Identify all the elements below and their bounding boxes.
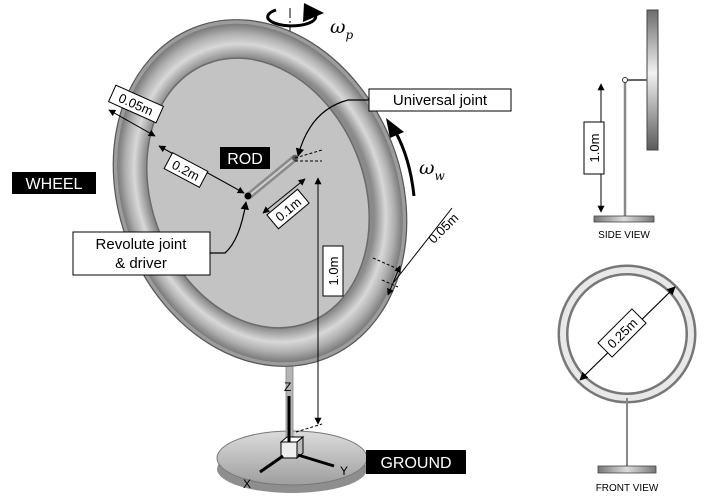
rod-label: ROD [220, 147, 270, 169]
x-axis-label: X [243, 477, 251, 491]
wheel-spin-arrow [393, 130, 416, 197]
y-axis-line [297, 453, 335, 468]
omega-w-symbol: ωw [419, 157, 446, 183]
dim-radius: 0.2m [158, 145, 245, 194]
revolute-joint-callout: Revolute joint & driver [72, 201, 249, 276]
revolute-joint-dot [244, 192, 252, 200]
universal-joint-label: Universal joint [393, 92, 488, 109]
side-view: 1.0m SIDE VIEW [583, 9, 659, 241]
ground-label: GROUND [366, 450, 466, 474]
side-view-dim-label: 1.0m [587, 134, 602, 163]
z-axis-label: Z [284, 380, 291, 394]
revolute-joint-label-line2: & driver [115, 255, 167, 272]
precession-spin-icon [266, 3, 324, 28]
svg-text:ROD: ROD [227, 151, 263, 168]
wheel [112, 19, 408, 367]
front-view: 0.25m FRONT VIEW [557, 264, 697, 494]
side-view-wheel [646, 9, 659, 151]
y-axis-label: Y [340, 464, 348, 478]
coordinate-frame: Z X Y [243, 380, 348, 491]
side-view-base [593, 215, 655, 223]
dim-rod-height-label: 1.0m [326, 257, 341, 286]
front-view-base [597, 465, 657, 474]
omega-p-symbol: ωp [330, 16, 354, 42]
dim-tire-right-label: 0.05m [425, 210, 461, 246]
universal-joint-callout: Universal joint [295, 88, 512, 157]
wheel-spin-arrowhead [386, 118, 404, 138]
side-view-title: SIDE VIEW [598, 230, 650, 241]
dim-rod-height: 1.0m [295, 160, 344, 433]
svg-text:WHEEL: WHEEL [26, 176, 83, 193]
revolute-joint-label-line1: Revolute joint [96, 236, 188, 253]
x-axis-line [259, 454, 284, 474]
svg-text:GROUND: GROUND [380, 455, 451, 472]
wheel-label: WHEEL [12, 172, 96, 194]
front-view-title: FRONT VIEW [596, 483, 659, 494]
